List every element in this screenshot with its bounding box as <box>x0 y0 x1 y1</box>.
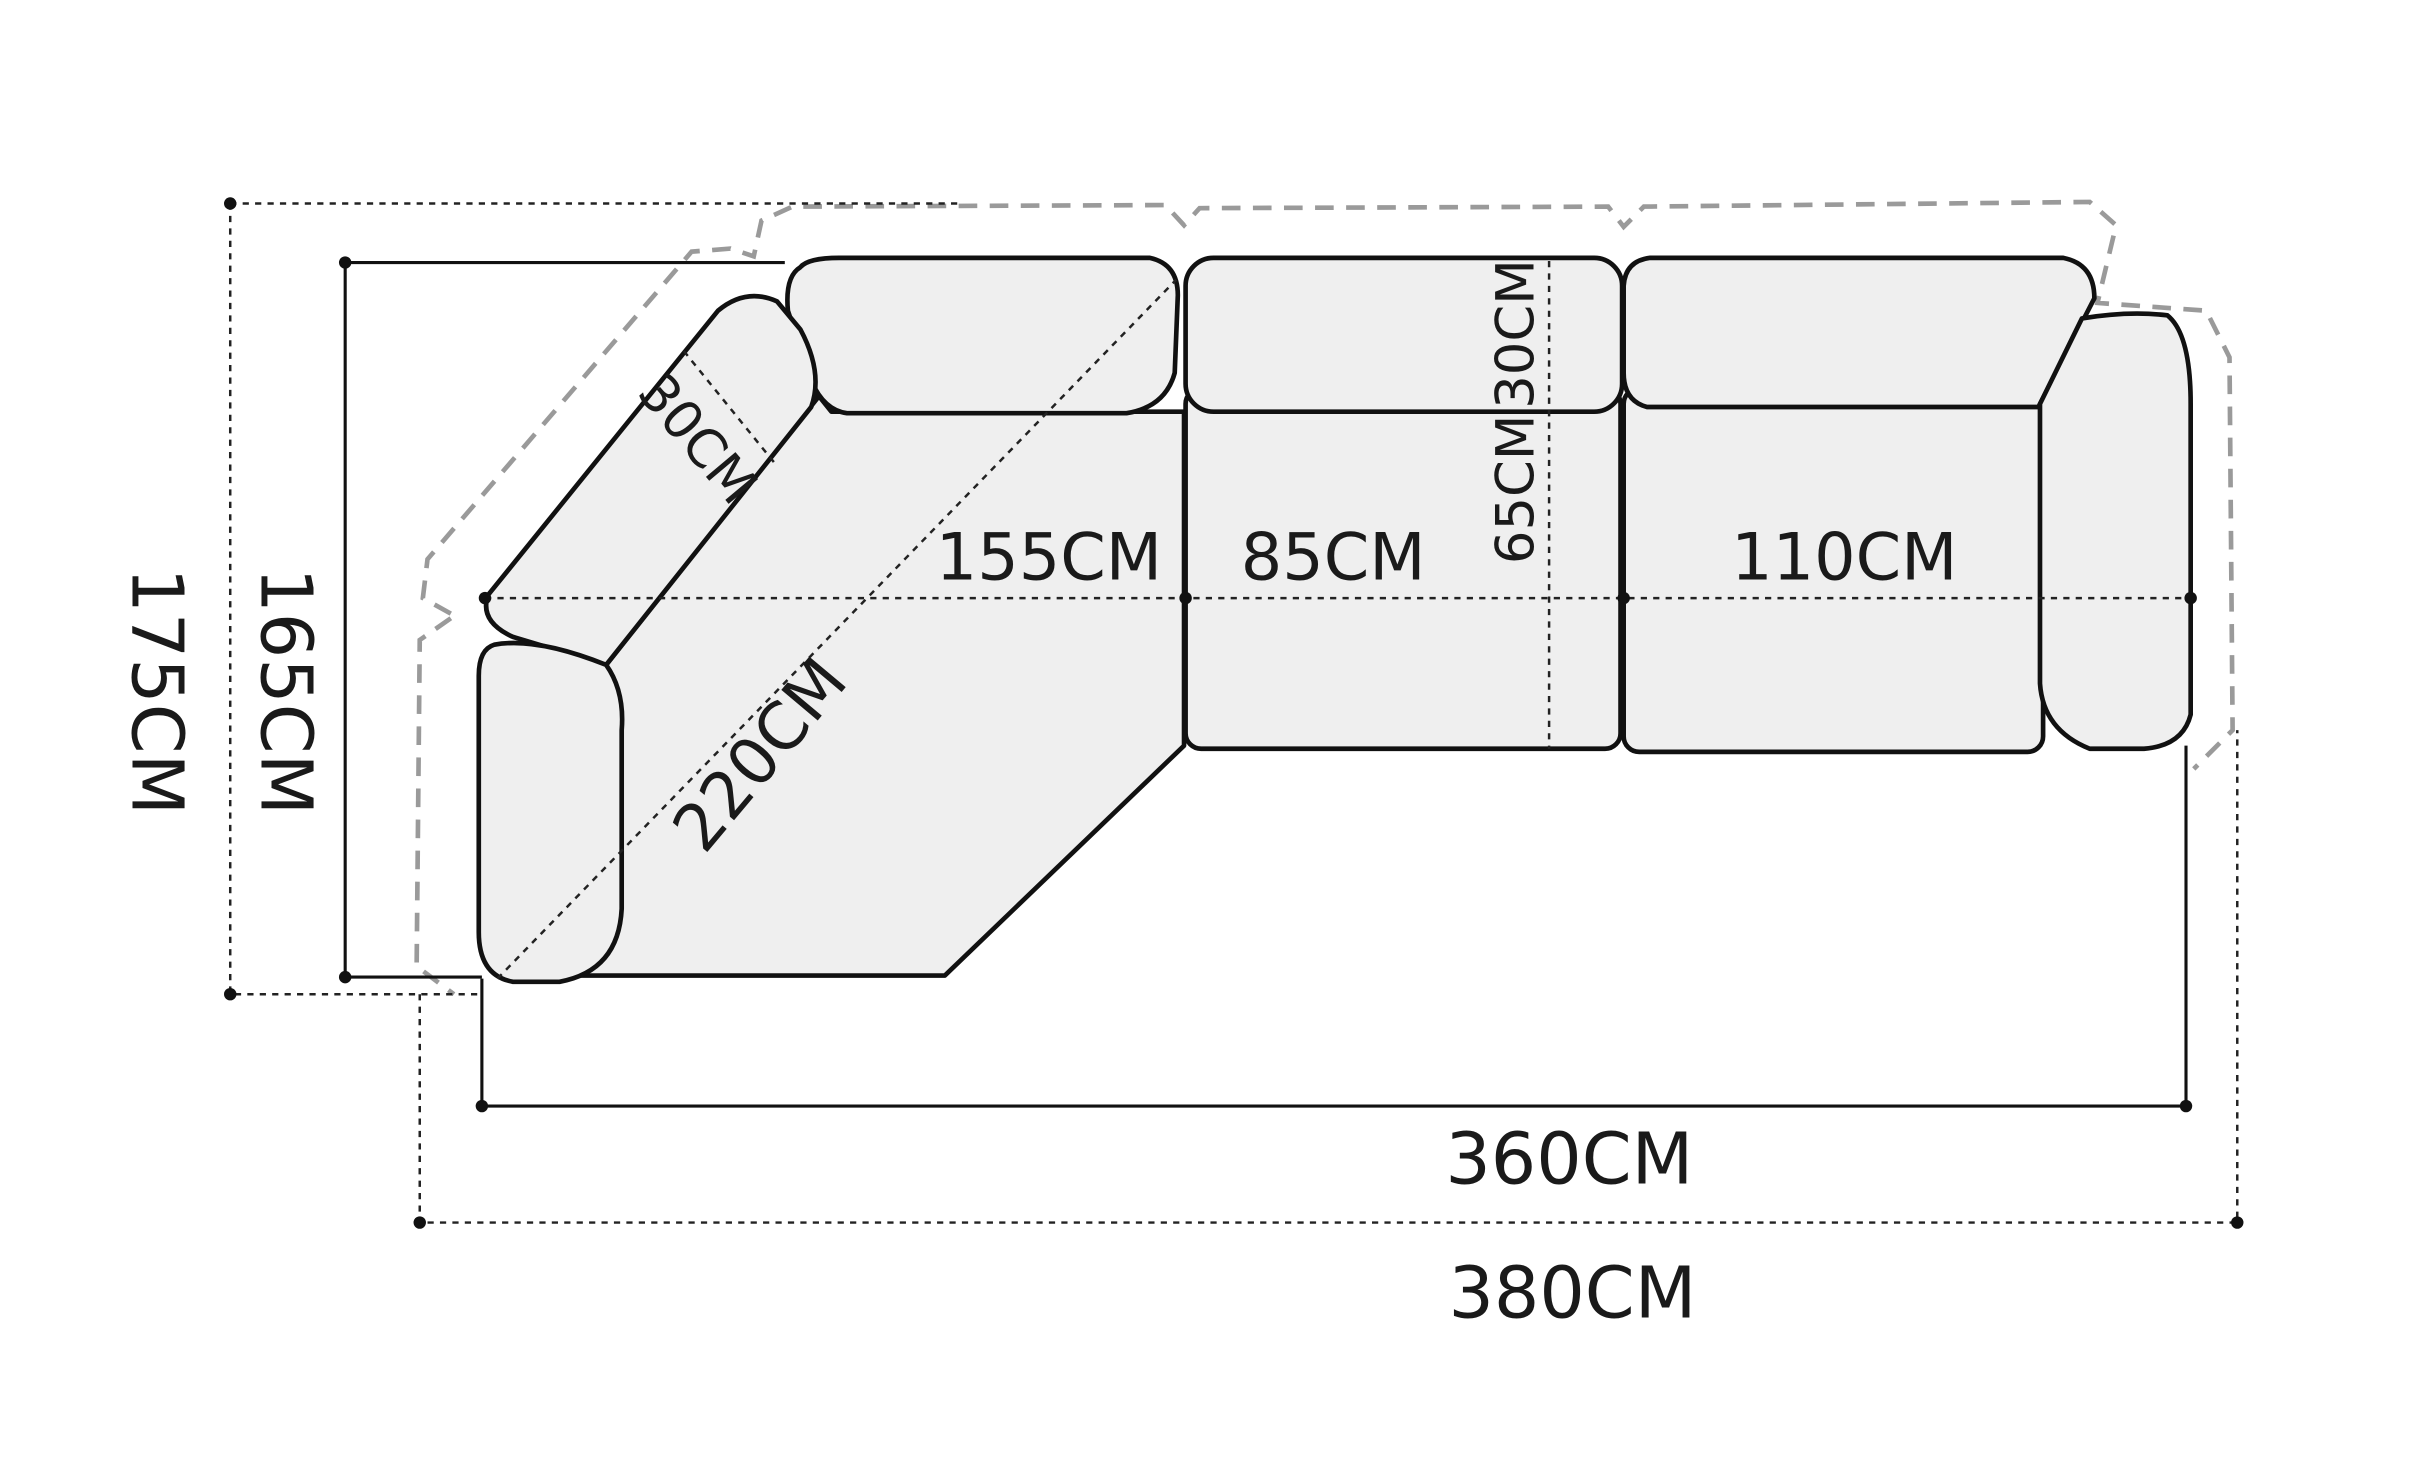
right-back-cushion <box>1621 255 2097 410</box>
label-seat-65cm: 65CM <box>1486 415 1547 565</box>
label-back-30cm: 30CM <box>1486 259 1547 409</box>
label-380cm: 380CM <box>1448 1251 1696 1334</box>
label-85cm: 85CM <box>1241 519 1426 595</box>
label-155cm: 155CM <box>936 519 1162 595</box>
label-175cm: 175CM <box>115 567 198 815</box>
middle-back-cushion <box>1183 255 1625 414</box>
outer-dashed-outline <box>414 199 2235 997</box>
corner-back-cushion-diagonal <box>483 293 818 668</box>
label-110cm: 110CM <box>1731 519 1957 595</box>
length-360-line <box>480 745 2188 1108</box>
diagonal-line <box>496 278 1178 980</box>
corner-back-cushion-top <box>785 255 1181 416</box>
depth-175-line <box>228 202 964 996</box>
left-arm <box>476 640 625 985</box>
label-360cm: 360CM <box>1445 1118 1693 1201</box>
label-165cm: 165CM <box>244 567 327 815</box>
right-arm <box>2037 311 2193 752</box>
length-380-line <box>418 730 2239 1224</box>
